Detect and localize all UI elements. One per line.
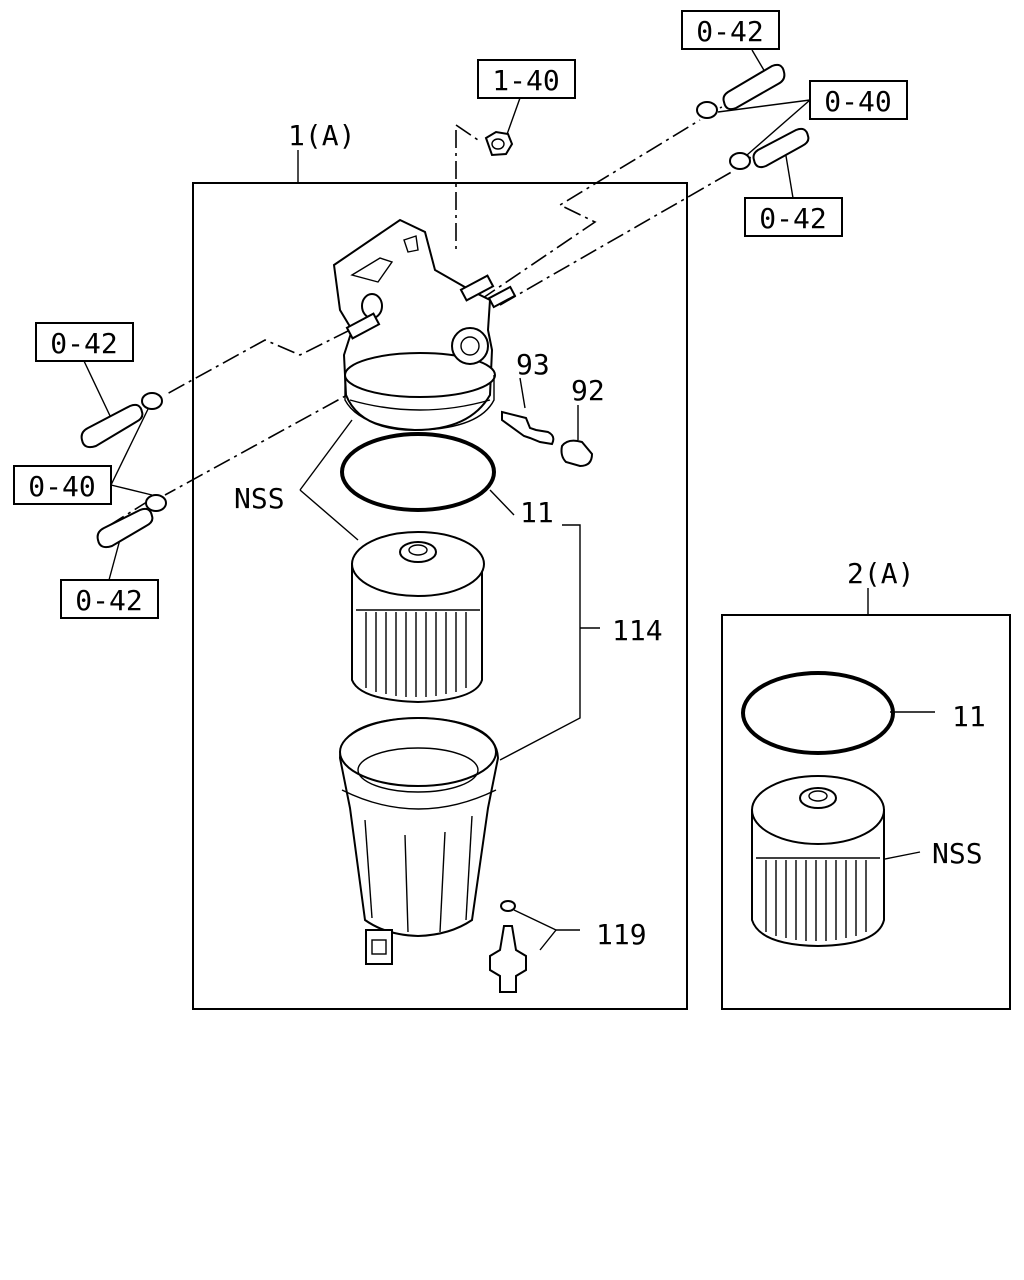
ref-box-0-42-right[interactable] <box>744 197 843 237</box>
part-label-114: 114 <box>612 614 663 647</box>
part-label-nss-main: NSS <box>234 482 285 515</box>
ref-label-0-42-right: 0-42 <box>759 202 826 235</box>
filter-head <box>332 218 517 432</box>
part-label-11-kit: 11 <box>952 700 986 733</box>
clamp-0-40-top <box>696 101 751 170</box>
part-label-119: 119 <box>596 918 647 951</box>
assembly-1a-label: 1(A) <box>288 119 355 152</box>
part-label-92: 92 <box>571 374 605 407</box>
hose-0-42-top <box>722 63 786 111</box>
air-vent-plug-93 <box>501 410 555 446</box>
water-sensor-119 <box>489 900 527 993</box>
assembly-2a-box <box>721 614 1011 1010</box>
ref-label-0-40-top: 0-40 <box>824 85 891 118</box>
ref-label-0-40-left: 0-40 <box>28 470 95 503</box>
ref-box-1-40[interactable] <box>477 59 576 99</box>
o-ring-11-main <box>340 432 496 512</box>
filter-bowl-114 <box>338 716 500 965</box>
ref-label-0-42-left: 0-42 <box>50 327 117 360</box>
part-label-11-main: 11 <box>520 496 554 529</box>
filter-element-nss-main <box>351 531 485 704</box>
part-label-nss-kit: NSS <box>932 837 983 870</box>
ref-label-1-40: 1-40 <box>492 64 559 97</box>
o-ring-11-kit <box>741 671 895 755</box>
hose-0-42-bottom <box>96 507 154 549</box>
ref-label-0-42-bottom: 0-42 <box>75 584 142 617</box>
assembly-1a-box <box>192 182 688 1010</box>
assembly-2a-label: 2(A) <box>847 557 914 590</box>
filter-element-nss-kit <box>751 775 885 948</box>
cap-92 <box>560 439 594 468</box>
hose-0-42-left <box>80 403 144 449</box>
hose-0-42-right <box>752 127 810 169</box>
clamp-0-40-left <box>141 392 167 512</box>
ref-label-0-42-top: 0-42 <box>696 15 763 48</box>
part-label-93: 93 <box>516 348 550 381</box>
nut-1-40 <box>484 130 514 157</box>
ref-box-0-42-top[interactable] <box>681 10 780 50</box>
